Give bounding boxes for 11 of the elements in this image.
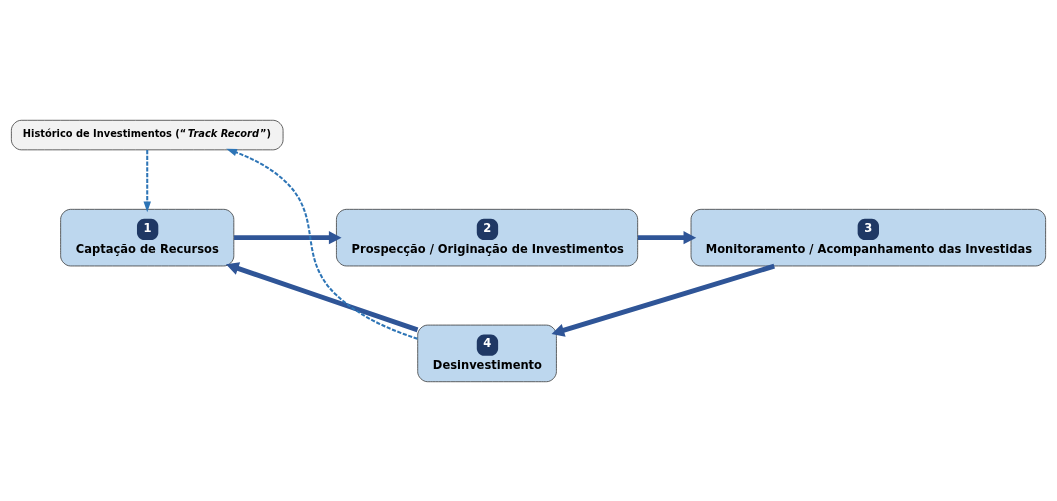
- node-box: 1 Captação de Recursos: [60, 208, 235, 266]
- arrow: [143, 149, 151, 212]
- arrow: [551, 263, 775, 337]
- node-box: Histórico de Investimentos (“Track Record”): [10, 119, 284, 150]
- arrow: [234, 230, 342, 244]
- arrow: [637, 230, 697, 244]
- arrow: [225, 261, 419, 332]
- node-box: 3 Monitoramento / Acompanhamento das Investidas: [690, 208, 1047, 266]
- arrow: [226, 148, 418, 340]
- node-box: 2 Prospecção / Originação de Investimentos: [336, 208, 639, 266]
- node-box: 4 Desinvestimento: [417, 324, 557, 382]
